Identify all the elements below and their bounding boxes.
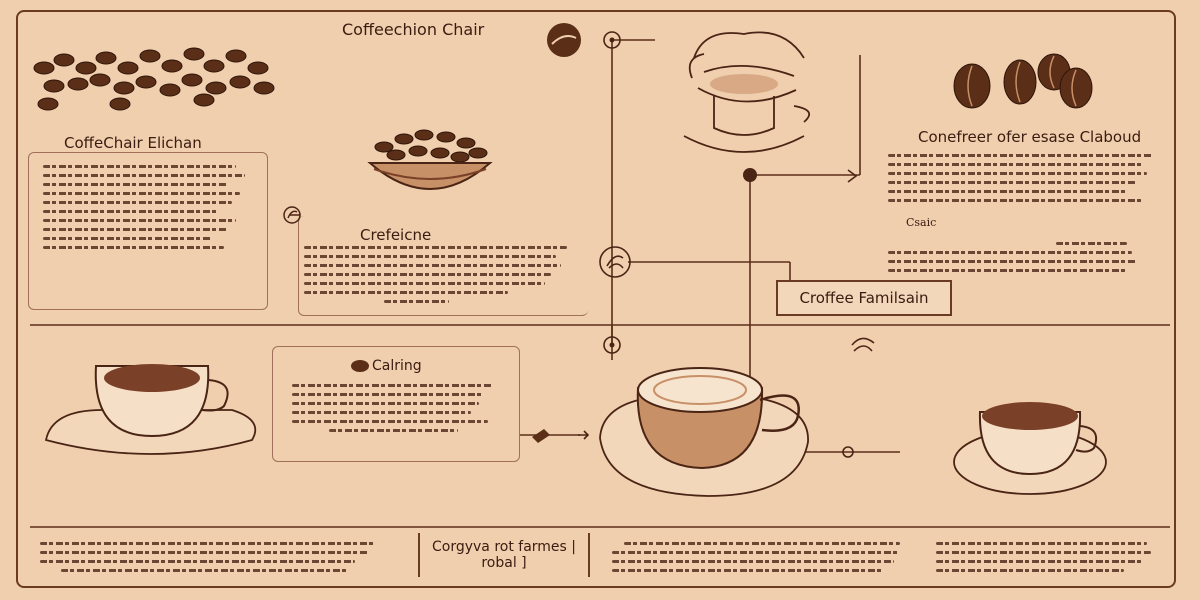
bottom-paragraph-1	[40, 536, 390, 578]
node-icon	[842, 446, 854, 458]
coffee-bean-icon	[351, 360, 369, 372]
bottom-middle-text-panel	[272, 346, 520, 462]
coffee-beans-icon	[33, 47, 275, 111]
right-paragraph	[888, 148, 1158, 208]
bottom-label-line1: Corgyva rot farmes |	[431, 539, 577, 555]
infographic-frame	[16, 10, 1176, 588]
bowl-icon	[367, 129, 493, 190]
callout-box: Croffee Familsain	[776, 280, 952, 316]
middle-text-panel	[298, 216, 588, 316]
coffee-beans-icon	[953, 53, 1093, 109]
latte-cup-icon	[599, 367, 809, 497]
leaf-icon	[283, 206, 301, 224]
left-panel-title: CoffeChair Elichan	[64, 134, 202, 152]
coffee-bean-icon	[532, 429, 550, 443]
middle-paragraph	[304, 240, 572, 309]
arrow-icon	[578, 430, 590, 440]
left-text-panel	[28, 152, 268, 310]
node-icon	[603, 336, 621, 354]
cup-icon	[44, 364, 257, 455]
callout-box-label: Croffee Familsain	[799, 289, 929, 307]
right-paragraph-2	[888, 236, 1142, 278]
coffee-bean-icon	[547, 23, 581, 57]
bottom-middle-paragraph	[292, 378, 500, 438]
right-panel-title: Conefreer ofer esase Claboud	[918, 128, 1142, 146]
bottom-paragraph-2	[612, 536, 912, 578]
bottom-label-box: Corgyva rot farmes | robal ]	[418, 533, 590, 577]
bottom-label-line2: robal ]	[481, 555, 527, 571]
right-small-label: Csaic	[906, 216, 937, 229]
cup-icon	[953, 402, 1107, 495]
main-title: Coffeechion Chair	[342, 20, 485, 39]
arrow-icon	[847, 169, 858, 183]
left-paragraph	[43, 159, 253, 255]
bottom-paragraph-3	[936, 536, 1160, 578]
steam-icon	[851, 337, 875, 352]
bottom-middle-panel-title: Calring	[372, 358, 422, 374]
middle-panel-title: Crefeicne	[360, 226, 432, 244]
node-icon	[743, 168, 757, 182]
steam-icon	[683, 31, 811, 153]
node-icon	[603, 31, 621, 49]
leaf-icon	[599, 246, 631, 278]
